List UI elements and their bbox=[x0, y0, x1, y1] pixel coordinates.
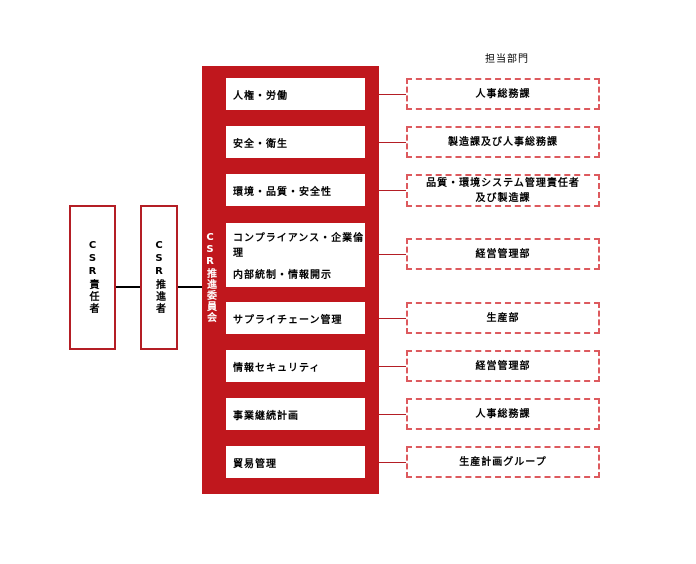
department-label: 経営管理部 bbox=[475, 248, 531, 260]
connector-line bbox=[379, 254, 406, 255]
committee-item-supply-chain: サプライチェーン管理 bbox=[226, 302, 365, 334]
committee-item-bcp: 事業継続計画 bbox=[226, 398, 365, 430]
committee-item-safety: 安全・衛生 bbox=[226, 126, 365, 158]
csr-committee-label-wrap: CSR推進委員会 bbox=[202, 220, 218, 335]
connector-line bbox=[379, 366, 406, 367]
department-box: 製造課及び人事総務課 bbox=[406, 126, 600, 158]
department-label: 生産計画グループ bbox=[459, 456, 547, 468]
committee-item-label: 事業継続計画 bbox=[233, 410, 299, 422]
committee-item-label: 安全・衛生 bbox=[233, 138, 288, 150]
connector-promoter-committee bbox=[178, 286, 202, 288]
connector-line bbox=[379, 462, 406, 463]
csr-responsible-box: CSR責任者 bbox=[69, 205, 116, 350]
department-box: 人事総務課 bbox=[406, 78, 600, 110]
department-box: 生産部 bbox=[406, 302, 600, 334]
committee-item-trade: 貿易管理 bbox=[226, 446, 365, 478]
department-label: 経営管理部 bbox=[475, 360, 531, 372]
connector-line bbox=[379, 94, 406, 95]
committee-item-label: 内部統制・情報開示 bbox=[233, 270, 332, 282]
committee-item-label: 人権・労働 bbox=[233, 90, 288, 102]
connector-line bbox=[379, 414, 406, 415]
connector-line bbox=[379, 190, 406, 191]
connector-line bbox=[379, 142, 406, 143]
department-header: 担当部門 bbox=[485, 54, 529, 65]
department-box: 経営管理部 bbox=[406, 238, 600, 270]
committee-item-label: 貿易管理 bbox=[233, 458, 277, 470]
department-label: 人事総務課 bbox=[475, 408, 531, 420]
committee-item-label: コンプライアンス・企業倫理 bbox=[233, 232, 365, 259]
csr-promoter-box: CSR推進者 bbox=[140, 205, 178, 350]
committee-item-label: 環境・品質・安全性 bbox=[233, 186, 332, 198]
connector-line bbox=[379, 318, 406, 319]
connector-responsible-promoter bbox=[116, 286, 140, 288]
committee-item-infosec: 情報セキュリティ bbox=[226, 350, 365, 382]
committee-item-human-rights: 人権・労働 bbox=[226, 78, 365, 110]
department-box: 品質・環境システム管理責任者 及び製造課 bbox=[406, 174, 600, 207]
committee-item-environment: 環境・品質・安全性 bbox=[226, 174, 365, 206]
department-label: 及び製造課 bbox=[475, 192, 531, 204]
department-box: 人事総務課 bbox=[406, 398, 600, 430]
department-box: 生産計画グループ bbox=[406, 446, 600, 478]
department-label: 生産部 bbox=[486, 312, 520, 324]
csr-responsible-label: CSR責任者 bbox=[87, 240, 98, 315]
committee-item-label: サプライチェーン管理 bbox=[233, 314, 343, 326]
department-label: 製造課及び人事総務課 bbox=[448, 136, 558, 148]
committee-item-compliance: コンプライアンス・企業倫理 内部統制・情報開示 bbox=[226, 223, 365, 287]
department-box: 経営管理部 bbox=[406, 350, 600, 382]
csr-promoter-label: CSR推進者 bbox=[153, 240, 165, 315]
csr-committee-label: CSR推進委員会 bbox=[204, 232, 216, 323]
department-label: 人事総務課 bbox=[475, 88, 531, 100]
department-label: 品質・環境システム管理責任者 bbox=[426, 177, 580, 189]
committee-item-label: 情報セキュリティ bbox=[233, 362, 321, 374]
